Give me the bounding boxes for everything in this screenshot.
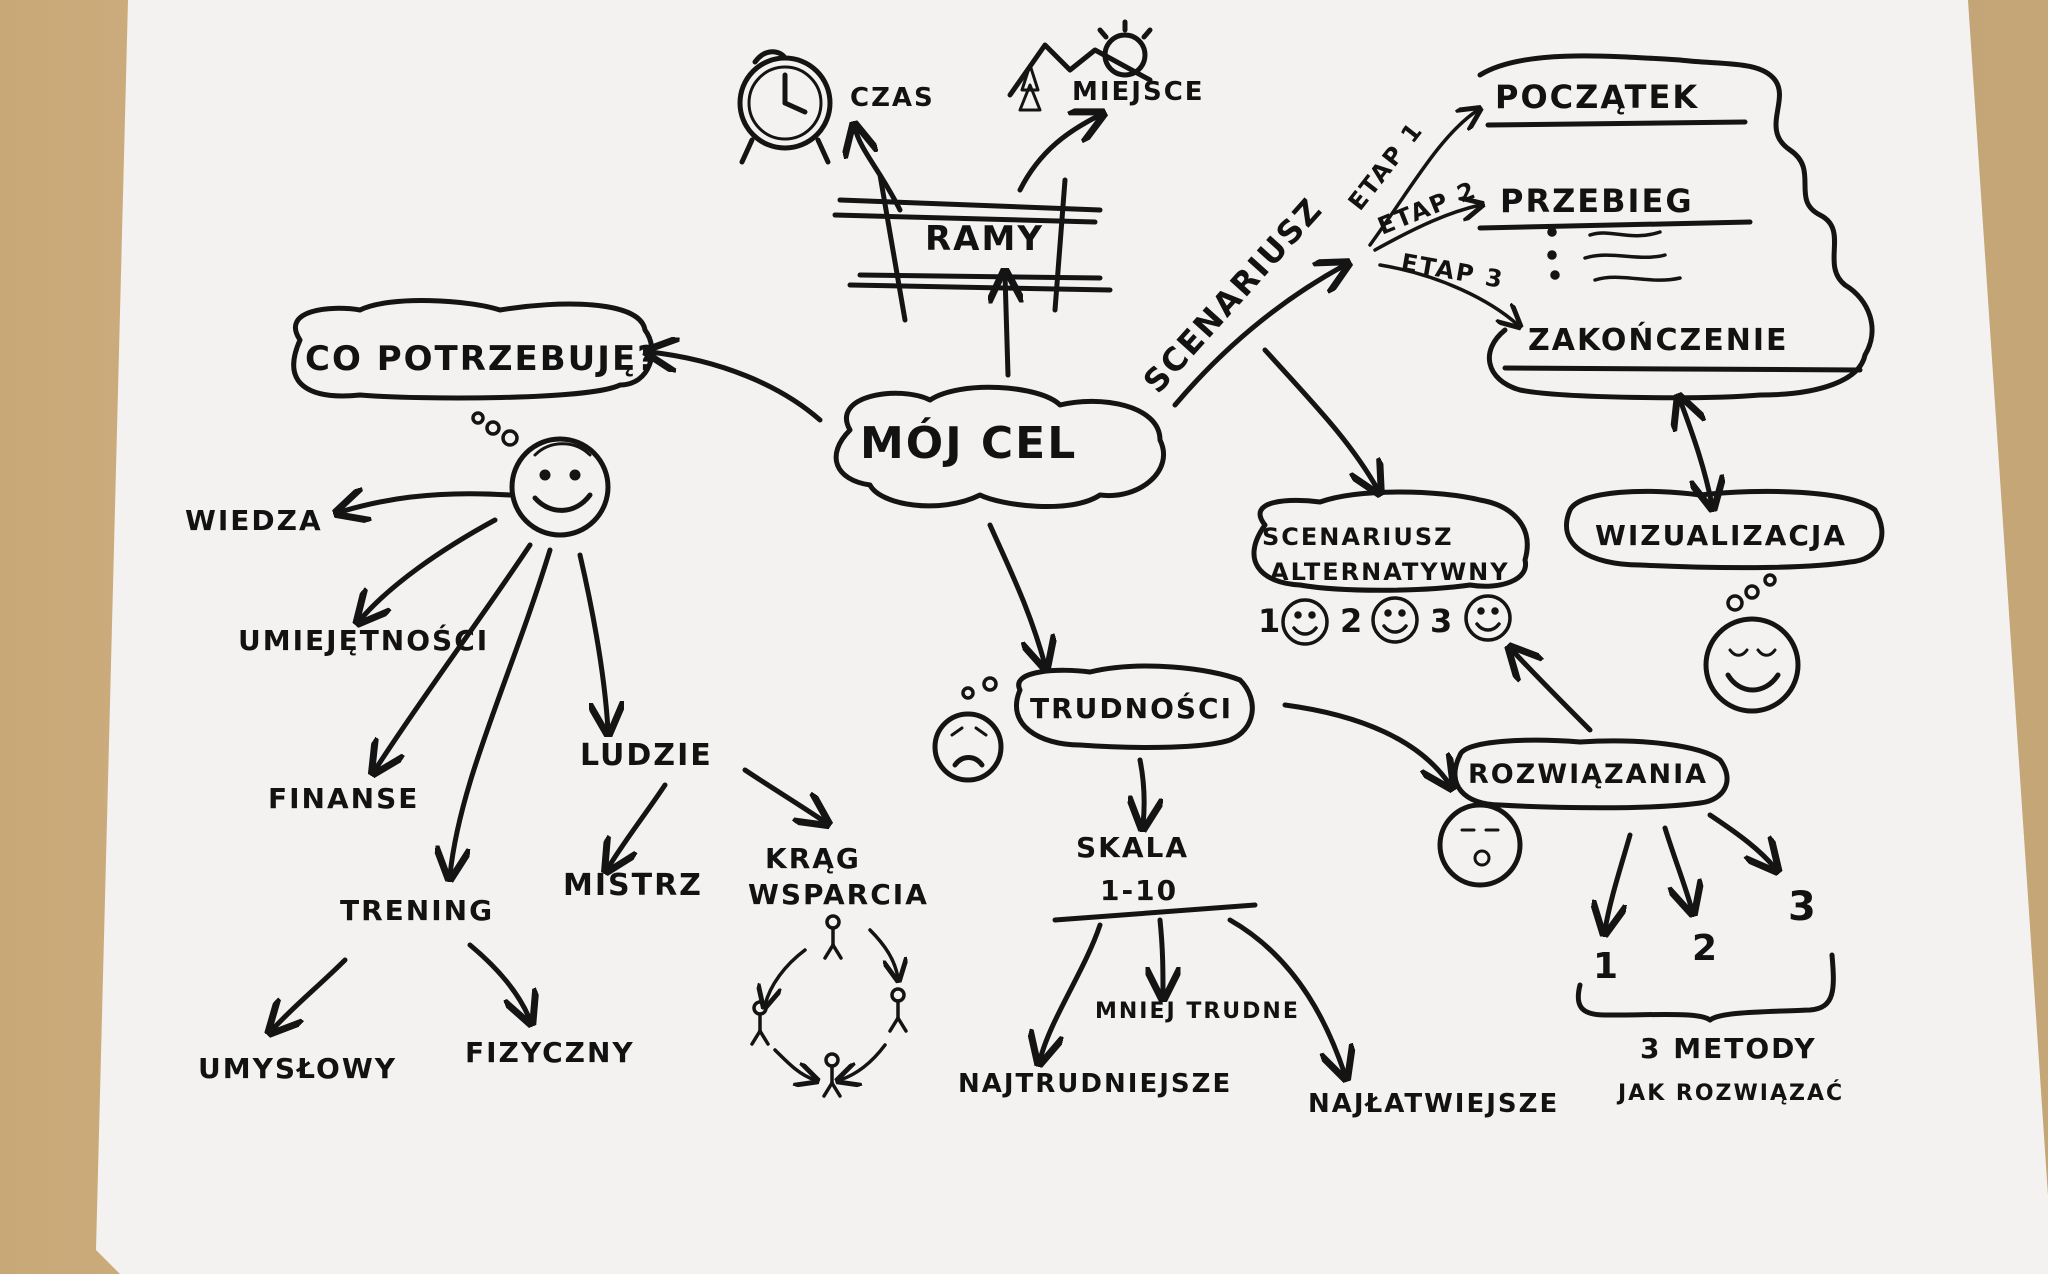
visualization-label: WIZUALIZACJA: [1595, 519, 1847, 552]
solutions-cloud: [1452, 737, 1730, 811]
alternative-label-line2: ALTERNATYWNY: [1270, 558, 1510, 586]
solutions-label: ROZWIĄZANIA: [1468, 759, 1708, 790]
alternative-number-3: 3: [1430, 602, 1454, 640]
arrow-to-solution-1: [1605, 832, 1633, 930]
arrow-solutions-to-alternative: [1512, 650, 1593, 733]
arrow-ramy-to-time: [855, 128, 903, 213]
arrow-to-solution-2: [1662, 825, 1692, 910]
arrow-stage2: [1373, 205, 1480, 252]
alternative-cloud: [1251, 489, 1530, 593]
visualization-thought-dots: [1726, 573, 1777, 612]
smiley-3-icon: [1464, 594, 1512, 642]
scale-label-line1: SKALA: [1076, 831, 1189, 864]
less-hard-label: MNIEJ TRUDNE: [1095, 999, 1300, 1024]
solution-number-1: 1: [1593, 946, 1620, 987]
arrow-ramy-to-place: [1017, 115, 1100, 193]
methods-label-line1: 3 METODY: [1640, 1032, 1817, 1065]
difficulties-thought-dots: [961, 676, 998, 700]
arrow-to-people: [577, 552, 608, 730]
visualization-cloud: [1564, 488, 1885, 571]
support-circle-icon: [750, 914, 906, 1098]
arrow-to-finance: [375, 542, 533, 770]
easiest-label: NAJŁATWIEJSZE: [1308, 1089, 1559, 1119]
solution-number-3: 3: [1788, 884, 1818, 930]
alternative-label-line1: SCENARIUSZ: [1262, 523, 1454, 551]
question-label: CO POTRZEBUJĘ?: [305, 339, 659, 379]
solutions-brace: [1575, 952, 1836, 1023]
alarm-clock-icon: [737, 49, 833, 165]
thought-dots: [471, 411, 519, 447]
solution-number-2: 2: [1692, 928, 1719, 969]
finance-label: FINANSE: [268, 782, 419, 815]
course-notes: [1547, 227, 1682, 282]
scale-label-line2: 1-10: [1100, 874, 1178, 907]
arrow-center-to-difficulties: [987, 522, 1045, 665]
support-label-line1: KRĄG: [765, 842, 861, 875]
place-label: MIEJSCE: [1072, 77, 1205, 107]
course-label: PRZEBIEG: [1500, 182, 1694, 220]
arrow-to-physical: [467, 942, 530, 1020]
arrow-to-knowledge: [340, 494, 513, 512]
mental-label: UMYSŁOWY: [198, 1052, 397, 1085]
alternative-number-1: 1: [1258, 602, 1282, 640]
arrow-to-alternative: [1262, 347, 1378, 490]
time-label: CZAS: [850, 83, 935, 113]
end-underline: [1502, 365, 1863, 373]
master-label: MISTRZ: [563, 868, 703, 903]
arrow-to-solution-3: [1707, 812, 1775, 868]
arrow-difficulties-to-solutions: [1282, 702, 1450, 785]
worried-face-icon: [932, 711, 1004, 783]
mountains-icon: [1007, 19, 1153, 112]
difficulties-label: TRUDNOŚCI: [1030, 691, 1233, 725]
calm-face-icon: [1437, 802, 1523, 888]
end-label: ZAKOŃCZENIE: [1528, 322, 1789, 358]
alternative-number-2: 2: [1340, 602, 1364, 640]
physical-label: FIZYCZNY: [465, 1036, 635, 1069]
dreaming-face-icon: [1703, 616, 1801, 714]
hardest-label: NAJTRUDNIEJSZE: [958, 1069, 1232, 1099]
arrow-to-less-hard: [1160, 917, 1163, 995]
knowledge-label: WIEDZA: [185, 504, 323, 537]
scale-line: [1052, 902, 1258, 923]
arrow-to-training: [450, 547, 553, 875]
training-label: TRENING: [340, 894, 494, 927]
arrow-center-to-scenario: [1172, 265, 1345, 408]
arrow-to-master: [608, 782, 668, 868]
smiley-1-icon: [1281, 598, 1329, 646]
methods-label-line2: JAK ROZWIĄZAĆ: [1616, 1080, 1844, 1106]
center-goal-label: MÓJ CEL: [860, 416, 1077, 469]
course-underline: [1477, 219, 1753, 231]
arrow-center-to-ramy: [1005, 275, 1008, 378]
start-label: POCZĄTEK: [1495, 78, 1699, 116]
question-cloud: [291, 298, 655, 401]
arrow-to-easiest: [1227, 917, 1345, 1075]
arrow-stage1: [1368, 110, 1478, 247]
support-label-line2: WSPARCIA: [748, 878, 929, 911]
difficulties-cloud: [1014, 663, 1255, 750]
arrow-center-to-question: [650, 352, 823, 423]
arrow-to-skills: [360, 517, 498, 620]
arrow-to-mental: [272, 957, 348, 1030]
center-cloud: [833, 384, 1166, 510]
arrow-stage3: [1378, 263, 1518, 325]
arrow-to-hardest: [1040, 922, 1103, 1060]
paper-sheet: [96, 0, 2048, 1274]
people-label: LUDZIE: [580, 738, 713, 773]
arrow-to-support: [742, 767, 825, 822]
start-underline: [1485, 119, 1748, 128]
arrow-to-scale: [1140, 757, 1144, 825]
ramy-label: RAMY: [925, 219, 1044, 259]
ramy-frame: [832, 172, 1113, 323]
paper-shadow: [1968, 0, 2048, 1195]
smiley-2-icon: [1371, 596, 1419, 644]
smiley-icon: [509, 436, 611, 538]
skills-label: UMIEJĘTNOŚCI: [238, 623, 489, 657]
scenario-cloud: [1477, 53, 1875, 401]
